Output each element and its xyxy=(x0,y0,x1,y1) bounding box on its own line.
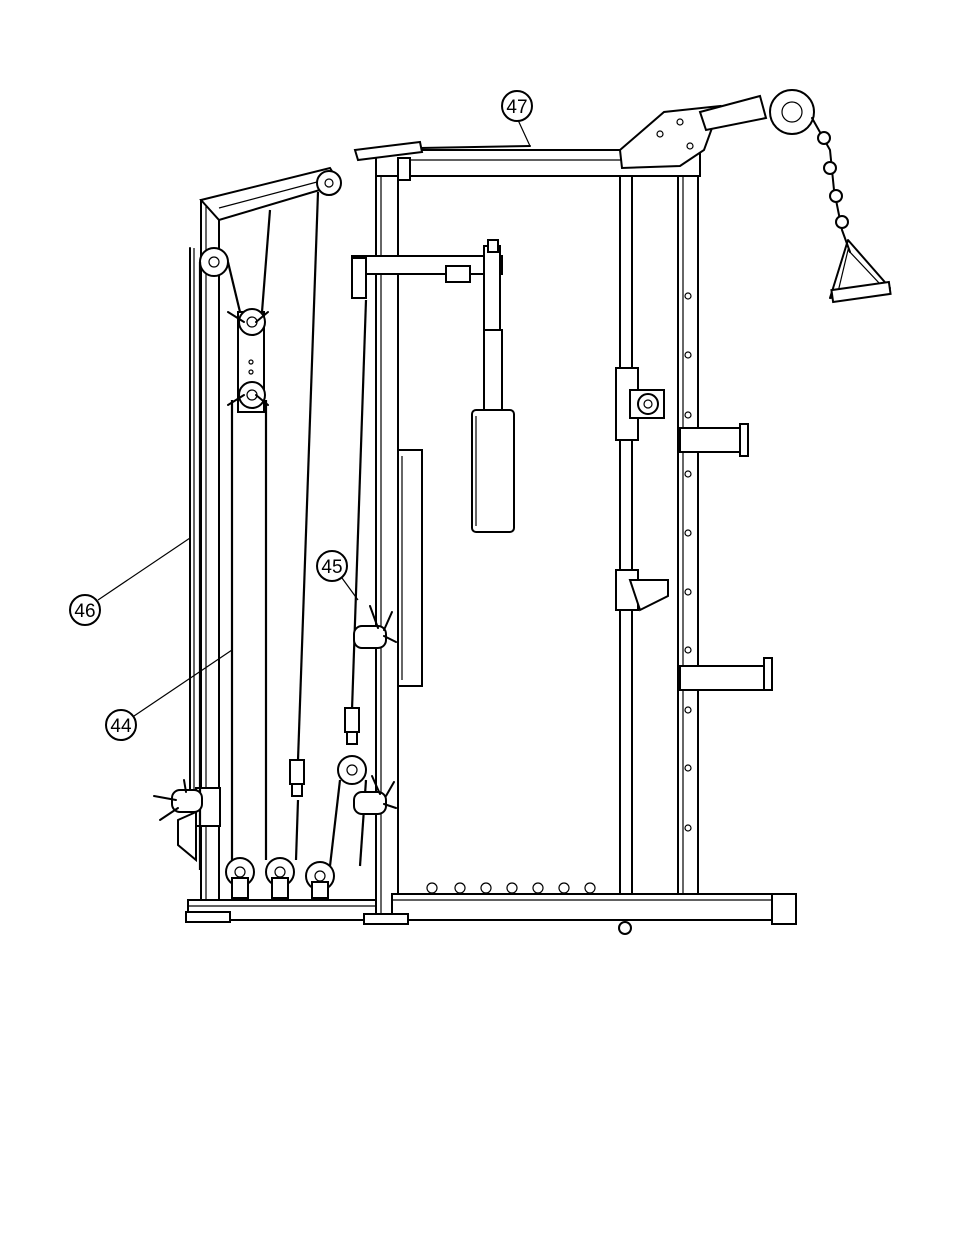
left-tower-pulleys xyxy=(200,171,366,898)
callout-45: 45 xyxy=(317,551,358,600)
callout-46: 46 xyxy=(70,538,190,625)
callout-47: 47 xyxy=(502,91,532,146)
callout-45-label: 45 xyxy=(321,557,342,578)
floor-plate-holes xyxy=(427,883,595,893)
left-tower xyxy=(178,168,378,922)
high-pulley-arm xyxy=(620,90,891,302)
callout-46-label: 46 xyxy=(74,601,95,622)
callout-47-label: 47 xyxy=(506,97,527,118)
callout-44-label: 44 xyxy=(110,716,132,737)
